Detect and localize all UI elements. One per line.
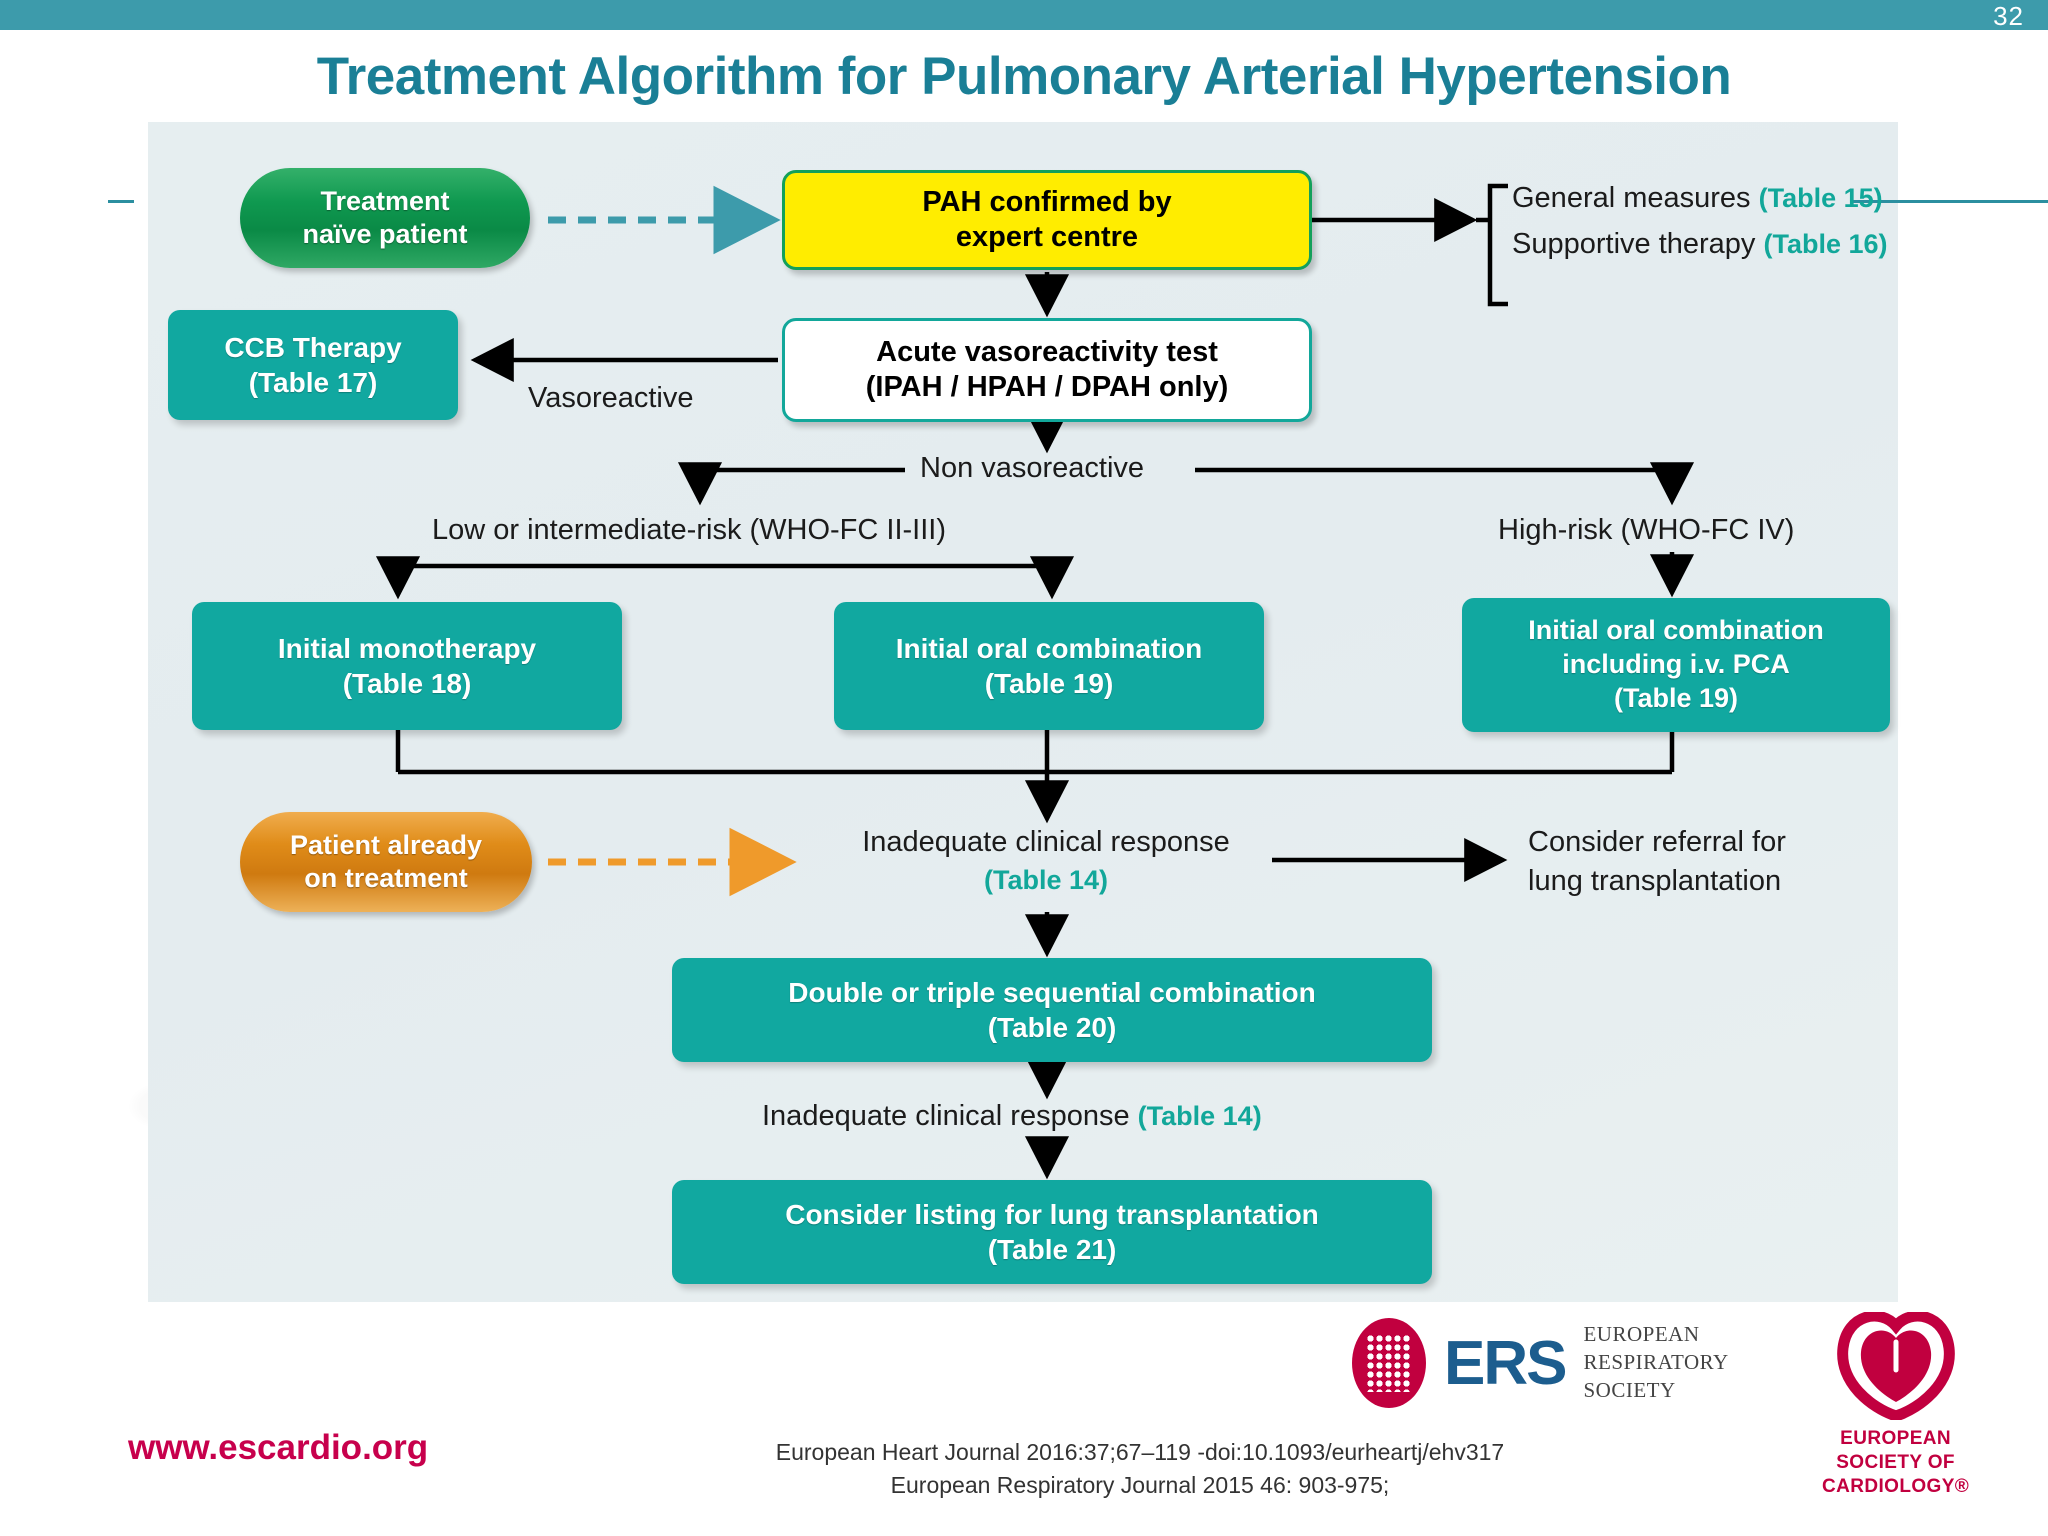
ers-acronym: ERS bbox=[1444, 1328, 1567, 1398]
node-acute-vasoreactivity-test[interactable]: Acute vasoreactivity test (IPAH / HPAH /… bbox=[782, 318, 1312, 422]
node-line-2: expert centre bbox=[955, 221, 1139, 253]
label-text: Supportive therapy bbox=[1512, 228, 1756, 260]
label-inadequate-clinical-response-2: Inadequate clinical response (Table 14) bbox=[762, 1100, 1262, 1133]
citation-block: European Heart Journal 2016:37;67–119 -d… bbox=[690, 1436, 1590, 1503]
label-supportive-therapy: Supportive therapy (Table 16) bbox=[1512, 228, 1888, 261]
node-line-1: Initial oral combination bbox=[895, 633, 1203, 664]
node-line-2: naïve patient bbox=[302, 219, 468, 249]
label-high-risk: High-risk (WHO-FC IV) bbox=[1498, 514, 1795, 546]
title-rule-right bbox=[1852, 200, 2048, 203]
label-text: General measures bbox=[1512, 182, 1751, 214]
node-line-1: Consider listing for lung transplantatio… bbox=[785, 1199, 1319, 1230]
node-line-1: CCB Therapy bbox=[224, 332, 402, 363]
label-text: Inadequate clinical response bbox=[762, 1100, 1130, 1132]
node-line-1: PAH confirmed by bbox=[922, 185, 1172, 218]
table-ref: (Table 16) bbox=[1763, 229, 1888, 259]
citation-line-2: European Respiratory Journal 2015 46: 90… bbox=[890, 1472, 1390, 1499]
node-ccb-therapy[interactable]: CCB Therapy (Table 17) bbox=[168, 310, 458, 420]
table-ref: (Table 14) bbox=[1137, 1101, 1262, 1131]
esc-full-name: EUROPEAN SOCIETY OF CARDIOLOGY® bbox=[1822, 1427, 1969, 1498]
node-line-1: Acute vasoreactivity test bbox=[876, 335, 1218, 368]
ers-full-name: EUROPEAN RESPIRATORY SOCIETY bbox=[1583, 1321, 1728, 1404]
node-line-2: (Table 19) bbox=[984, 668, 1114, 699]
node-initial-oral-combination[interactable]: Initial oral combination (Table 19) bbox=[834, 602, 1264, 730]
label-inadequate-clinical-response-1: Inadequate clinical response (Table 14) bbox=[842, 826, 1250, 896]
node-line-1: Initial monotherapy bbox=[277, 633, 537, 664]
node-line-2: (Table 18) bbox=[342, 668, 472, 699]
node-treatment-naive-patient[interactable]: Treatment naïve patient bbox=[240, 168, 530, 268]
node-line-1: Patient already bbox=[289, 830, 483, 861]
label-vasoreactive: Vasoreactive bbox=[528, 382, 694, 414]
label-general-measures: General measures (Table 15) bbox=[1512, 182, 1883, 215]
esc-name-line-1: EUROPEAN bbox=[1840, 1428, 1952, 1449]
table-ref: (Table 14) bbox=[983, 865, 1109, 895]
citation-line-1: European Heart Journal 2016:37;67–119 -d… bbox=[775, 1439, 1505, 1465]
node-line-1: Initial oral combination bbox=[1528, 615, 1824, 646]
node-initial-monotherapy[interactable]: Initial monotherapy (Table 18) bbox=[192, 602, 622, 730]
node-line-2: on treatment bbox=[304, 863, 468, 893]
label-low-intermediate-risk: Low or intermediate-risk (WHO-FC II-III) bbox=[432, 514, 946, 546]
top-bar: 32 bbox=[0, 0, 2048, 31]
node-patient-already-on-treatment[interactable]: Patient already on treatment bbox=[240, 812, 532, 912]
node-line-1: Double or triple sequential combination bbox=[788, 977, 1316, 1008]
ers-name-line-3: SOCIETY bbox=[1583, 1377, 1676, 1402]
esc-heart-icon bbox=[1836, 1310, 1955, 1422]
label-line-2: lung transplantation bbox=[1528, 865, 1782, 897]
node-consider-listing-lung-transplantation[interactable]: Consider listing for lung transplantatio… bbox=[672, 1180, 1432, 1284]
node-line-2: (Table 21) bbox=[987, 1234, 1117, 1265]
ers-logo: ERS EUROPEAN RESPIRATORY SOCIETY bbox=[1352, 1318, 1729, 1408]
node-double-triple-sequential-combination[interactable]: Double or triple sequential combination … bbox=[672, 958, 1432, 1062]
node-line-3: (Table 19) bbox=[1613, 682, 1739, 713]
ers-name-line-1: EUROPEAN bbox=[1583, 1322, 1700, 1347]
node-line-1: Treatment bbox=[320, 186, 450, 217]
node-initial-oral-combination-iv-pca[interactable]: Initial oral combination including i.v. … bbox=[1462, 598, 1890, 732]
label-consider-referral-lung-transplantation: Consider referral for lung transplantati… bbox=[1528, 826, 1786, 898]
node-line-2: (Table 20) bbox=[987, 1012, 1117, 1043]
label-text: Inadequate clinical response bbox=[862, 826, 1230, 858]
page-title: Treatment Algorithm for Pulmonary Arteri… bbox=[316, 47, 1732, 106]
escardio-website-link[interactable]: www.escardio.org bbox=[128, 1428, 429, 1467]
esc-logo: EUROPEAN SOCIETY OF CARDIOLOGY® bbox=[1822, 1310, 1969, 1498]
node-line-2: (Table 17) bbox=[248, 367, 378, 398]
ers-emblem-icon bbox=[1352, 1318, 1426, 1408]
node-pah-confirmed[interactable]: PAH confirmed by expert centre bbox=[782, 170, 1312, 270]
page-number: 32 bbox=[1993, 1, 2024, 31]
ers-name-line-2: RESPIRATORY bbox=[1583, 1350, 1729, 1375]
esc-name-line-3: CARDIOLOGY® bbox=[1822, 1475, 1970, 1497]
label-line-1: Consider referral for bbox=[1528, 826, 1786, 858]
esc-name-line-2: SOCIETY OF bbox=[1836, 1451, 1955, 1473]
node-line-2: (IPAH / HPAH / DPAH only) bbox=[865, 371, 1229, 403]
table-ref: (Table 15) bbox=[1758, 183, 1883, 213]
title-rule-left bbox=[108, 200, 134, 203]
node-line-2: including i.v. PCA bbox=[1562, 649, 1790, 680]
ers-dot-grid-icon bbox=[1366, 1334, 1412, 1392]
label-non-vasoreactive: Non vasoreactive bbox=[920, 452, 1145, 484]
